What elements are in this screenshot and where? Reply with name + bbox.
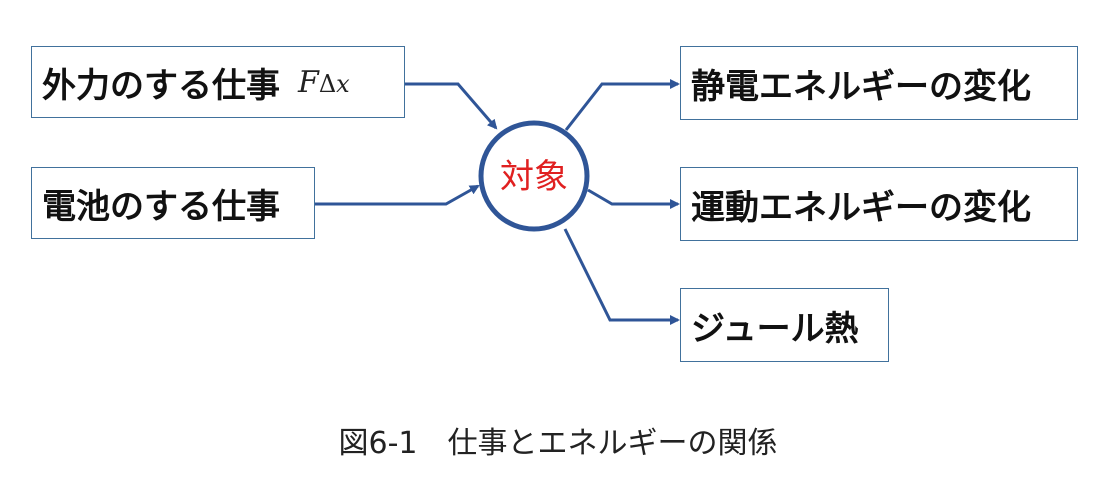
external-work-formula: FΔx	[298, 65, 350, 100]
arrow-target-to-kinetic	[587, 188, 680, 209]
joule-heat-box: ジュール熱	[680, 288, 889, 362]
formula-x-symbol: x	[336, 69, 350, 98]
arrow-external-work-to-target	[405, 82, 498, 130]
target-label: 対象	[500, 157, 568, 197]
battery-work-label: 電池のする仕事	[42, 186, 280, 227]
kinetic-energy-box: 運動エネルギーの変化	[680, 167, 1078, 241]
figure-caption: 図6-1 仕事とエネルギーの関係	[338, 426, 778, 461]
external-work-box: 外力のする仕事 FΔx	[31, 46, 405, 118]
target-circle	[478, 120, 590, 232]
formula-delta-symbol: Δ	[318, 69, 337, 98]
kinetic-energy-label: 運動エネルギーの変化	[691, 187, 1031, 228]
external-work-label: 外力のする仕事	[42, 65, 280, 106]
arrow-target-to-electrostatic	[564, 79, 680, 131]
arrow-battery-work-to-target	[315, 184, 480, 206]
electrostatic-energy-label: 静電エネルギーの変化	[691, 66, 1031, 107]
formula-force-symbol: F	[298, 64, 319, 100]
electrostatic-energy-box: 静電エネルギーの変化	[680, 46, 1078, 120]
joule-heat-label: ジュール熱	[691, 308, 859, 349]
arrow-target-to-joule	[563, 228, 680, 325]
battery-work-box: 電池のする仕事	[31, 167, 315, 239]
